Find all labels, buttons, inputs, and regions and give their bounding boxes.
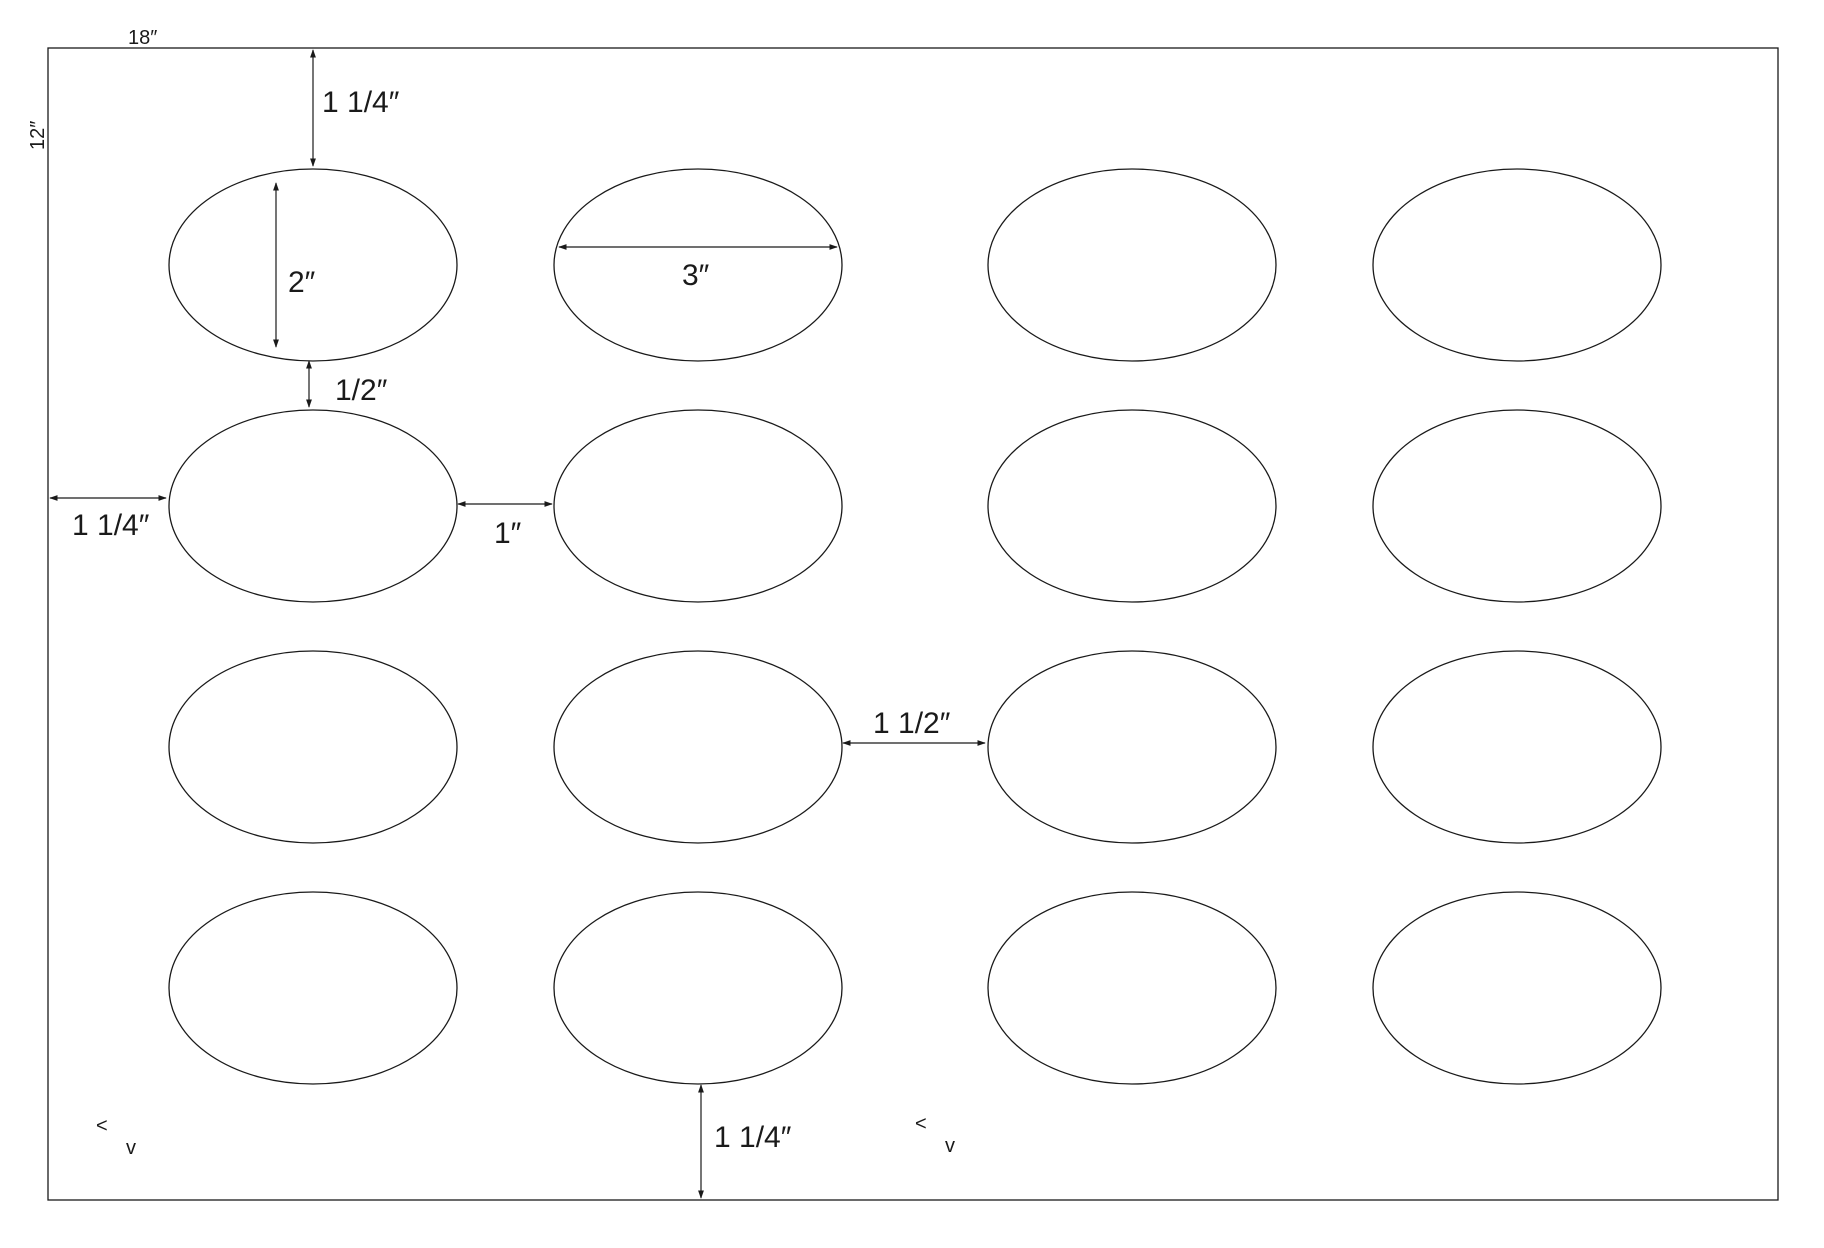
row-gap-label: 1/2″ <box>335 374 388 407</box>
oval-label <box>553 650 843 844</box>
left-margin-label: 1 1/4″ <box>72 509 150 542</box>
column-gap-label: 1″ <box>494 517 522 550</box>
oval-label <box>1372 168 1662 362</box>
top-margin-label: 1 1/4″ <box>322 86 400 119</box>
bottom-margin-label: 1 1/4″ <box>714 1121 792 1154</box>
label-grid <box>168 168 1662 1085</box>
oval-label <box>987 650 1277 844</box>
label-width-label: 3″ <box>682 259 710 292</box>
oval-label <box>168 168 458 362</box>
oval-label <box>1372 650 1662 844</box>
sheet-width-label: 18″ <box>128 27 157 49</box>
oval-label <box>168 409 458 603</box>
corner-mark-left-chevron: < <box>96 1115 108 1137</box>
oval-label <box>1372 409 1662 603</box>
corner-mark-down-chevron: v <box>945 1135 955 1157</box>
corner-mark-down-chevron: v <box>126 1137 136 1159</box>
oval-label <box>987 409 1277 603</box>
oval-label <box>553 168 843 362</box>
sheet-height-label: 12″ <box>27 121 49 150</box>
oval-label <box>553 409 843 603</box>
oval-label <box>1372 891 1662 1085</box>
oval-label <box>168 891 458 1085</box>
corner-mark-left-chevron: < <box>915 1113 927 1135</box>
oval-label <box>553 891 843 1085</box>
center-gap-label: 1 1/2″ <box>873 707 951 740</box>
oval-label <box>168 650 458 844</box>
label-height-label: 2″ <box>288 266 316 299</box>
oval-label <box>987 168 1277 362</box>
oval-label <box>987 891 1277 1085</box>
